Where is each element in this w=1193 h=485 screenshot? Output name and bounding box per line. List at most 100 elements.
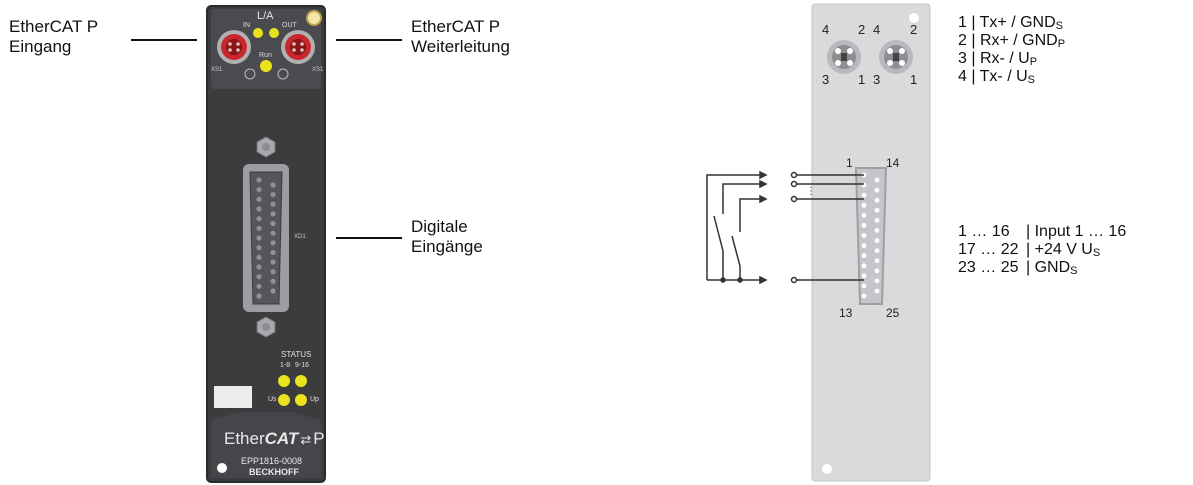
dsub-pin [270, 240, 276, 246]
led-status-9-16 [295, 375, 307, 387]
dsub-pin [270, 182, 276, 188]
m8-left-pin-1: 1 [858, 72, 866, 87]
m8-connector-in [217, 30, 251, 64]
top-panel [211, 9, 321, 89]
dsub-pin [256, 206, 262, 212]
m8-pinout-2: 2 | Rx+ / GNDP [958, 32, 1065, 53]
dsub-pin [874, 278, 880, 284]
dsub25-pinview [854, 167, 888, 305]
subd-desc-3-text: | GND [1026, 259, 1071, 276]
logo-ether-text: Ether [224, 429, 265, 448]
subd-desc-1-text: | Input 1 … 16 [1026, 223, 1127, 240]
dsub-pin [270, 259, 276, 265]
dsub-pin [256, 274, 262, 280]
label-ethercat-forward-line2: Weiterleitung [411, 37, 510, 56]
dsub-pin [861, 202, 867, 208]
m8-pinview-right [879, 40, 913, 74]
subd-desc-2-text: | +24 V U [1026, 241, 1093, 258]
dsub-pin [270, 269, 276, 275]
subd-pin-14: 14 [886, 156, 900, 170]
m8-pinout-3-sub: P [1029, 56, 1038, 68]
top-in-label: IN [243, 22, 250, 29]
subd-range-1: 1 … 16 [958, 223, 1010, 240]
top-run-label: Run [259, 52, 272, 59]
label-plate [214, 386, 252, 408]
dsub-pin [874, 288, 880, 294]
dsub-pin [874, 217, 880, 223]
led-la-out [269, 28, 279, 38]
led-up [295, 394, 307, 406]
m8-right-pin-2: 2 [910, 22, 918, 37]
label-ethercat-forward: EtherCAT P Weiterleitung [411, 17, 510, 57]
lower-panel [211, 412, 321, 478]
dsub-pin [861, 233, 867, 238]
m8-left-pin-2: 2 [858, 22, 866, 37]
m8-pinout-1-sub: S [1055, 20, 1064, 32]
dsub-pin [874, 187, 880, 193]
dsub-pin [256, 254, 262, 260]
dsub-pin [270, 220, 276, 227]
up-label: Up [310, 396, 319, 403]
dsub-pin [270, 249, 276, 256]
dsub-pin [256, 177, 262, 183]
dsub-pin [861, 273, 867, 279]
m8-right-pin-4: 4 [873, 22, 881, 37]
m8-pinout-2-sub: P [1057, 38, 1066, 50]
label-ethercat-input: EtherCAT P Eingang [9, 17, 98, 57]
m8-pinout-4: 4 | Tx- / US [958, 68, 1035, 89]
subd-desc-3-sub: S [1070, 265, 1078, 277]
m8-pinout-4-text: 4 | Tx- / U [958, 68, 1028, 85]
mounting-hole-bottom [217, 463, 227, 473]
m8-right-pin-1: 1 [910, 72, 918, 87]
dsub-pin [861, 192, 867, 198]
dsub25-connector [243, 164, 289, 312]
m8-pinout-3-text: 3 | Rx- / U [958, 50, 1030, 67]
subd-desc-1: | Input 1 … 16 [1026, 223, 1126, 241]
dsub-pin [874, 228, 880, 233]
dsub-pin [861, 293, 867, 299]
status-range-2: 9-16 [295, 362, 310, 369]
status-label: STATUS [281, 350, 312, 359]
ethercat-p-logo: EtherCAT⇄P [224, 429, 325, 449]
label-ethercat-input-line1: EtherCAT P [9, 17, 99, 36]
xd1-label: XD1 [294, 234, 306, 240]
subd-range-2: 17 … 22 [958, 241, 1019, 258]
xs-right-label: XS1 [312, 67, 324, 73]
us-label: Us [268, 396, 277, 403]
logo-cat-text: CAT [264, 429, 299, 448]
label-digital-inputs-line1: Digitale [411, 217, 468, 236]
top-la-label: L/A [257, 10, 274, 22]
dsub-pin [256, 225, 262, 231]
m8-left-pin-4: 4 [822, 22, 830, 37]
led-la-in [253, 28, 263, 38]
dsub-pin [270, 288, 276, 294]
subd-desc-3: | GNDS [1026, 259, 1078, 280]
part-number: EPP1816-0008 [241, 456, 303, 466]
dsub-pin [874, 258, 880, 264]
dsub-pin [270, 230, 276, 236]
m8-right-pin-3: 3 [873, 72, 881, 87]
dsub-pin [256, 245, 262, 251]
mounting-hole-top [306, 10, 322, 26]
dsub-pin [874, 238, 880, 243]
dsub-pin [270, 201, 276, 207]
dsub-pin [874, 248, 880, 254]
subd-pin-25: 25 [886, 306, 900, 320]
dsub-pin [861, 223, 867, 228]
subd-desc-2-sub: S [1092, 247, 1101, 259]
dsub-pin [874, 197, 880, 203]
dsub-pin [256, 283, 262, 289]
dsub-pin [256, 187, 262, 193]
top-out-label: OUT [282, 22, 297, 29]
subd-pin-1: 1 [846, 156, 853, 170]
m8-pinout-2-text: 2 | Rx+ / GND [958, 32, 1058, 49]
m8-pinout-1-text: 1 | Tx+ / GND [958, 14, 1056, 31]
logo-p-text: P [313, 429, 325, 448]
label-digital-inputs-line2: Eingänge [411, 237, 483, 256]
dsub-pin [256, 293, 262, 299]
m8-pinout-1: 1 | Tx+ / GNDS [958, 14, 1063, 35]
dsub-pin [861, 243, 867, 248]
subd-pin-13: 13 [839, 306, 853, 320]
right-mounting-hole-top [909, 13, 919, 23]
